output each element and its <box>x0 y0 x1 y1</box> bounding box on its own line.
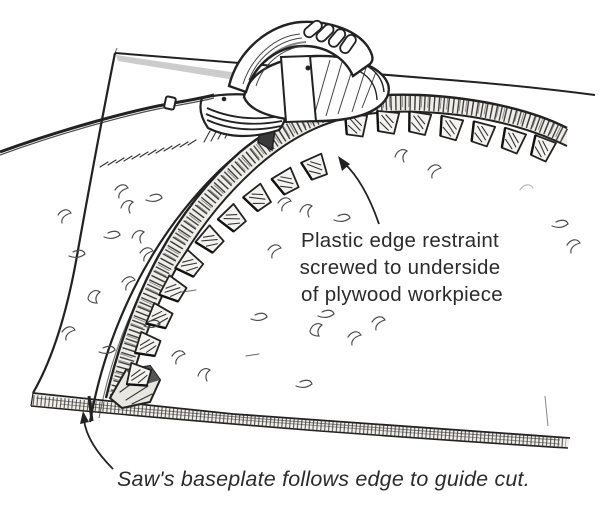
restraint-tooth <box>145 302 174 330</box>
restraint-tooth <box>270 166 300 196</box>
label-edge-restraint-line3: of plywood workpiece <box>301 283 503 306</box>
label-edge-restraint: Plastic edge restraint screwed to unders… <box>300 229 503 306</box>
restraint-tooth <box>500 126 527 155</box>
caption-baseplate: Saw's baseplate follows edge to guide cu… <box>117 467 530 491</box>
restraint-tooth <box>300 152 328 181</box>
saw-collar-band <box>279 54 318 124</box>
restraint-tooth <box>470 120 497 148</box>
plywood-right-edge <box>544 395 549 427</box>
restraint-tooth <box>529 134 557 163</box>
restraint-tooth <box>242 182 272 213</box>
power-cord <box>0 93 215 156</box>
restraint-teeth <box>125 109 557 387</box>
plywood-bottom-edge <box>30 392 571 449</box>
top-edge-shading <box>116 55 238 80</box>
restraint-tooth <box>216 203 247 233</box>
circular-saw <box>0 19 390 156</box>
saw-housing-screw <box>305 65 311 71</box>
plywood-sheet <box>30 47 596 449</box>
restraint-tooth <box>194 224 225 254</box>
restraint-tooth <box>439 114 465 142</box>
saw-handle <box>227 19 374 94</box>
saw-finger-grips <box>303 19 357 54</box>
label-edge-restraint-line2: screwed to underside <box>300 256 501 279</box>
restraint-tooth <box>158 274 188 303</box>
arrow-to-restraint-icon <box>338 156 380 225</box>
corner-tick <box>114 47 118 54</box>
cord-knot <box>163 95 177 111</box>
restraint-tooth <box>133 330 162 358</box>
restraint-tooth <box>125 361 153 387</box>
label-edge-restraint-line1: Plastic edge restraint <box>301 229 499 252</box>
saw-housing-screw <box>221 96 227 102</box>
restraint-tooth <box>376 109 401 135</box>
arrow-to-kerf-icon <box>80 411 114 470</box>
annotations: Plastic edge restraint screwed to unders… <box>80 156 530 491</box>
restraint-tooth <box>174 248 205 278</box>
texture-squiggles <box>57 149 581 388</box>
restraint-tooth <box>408 110 433 136</box>
plywood-top-edge <box>114 52 596 96</box>
